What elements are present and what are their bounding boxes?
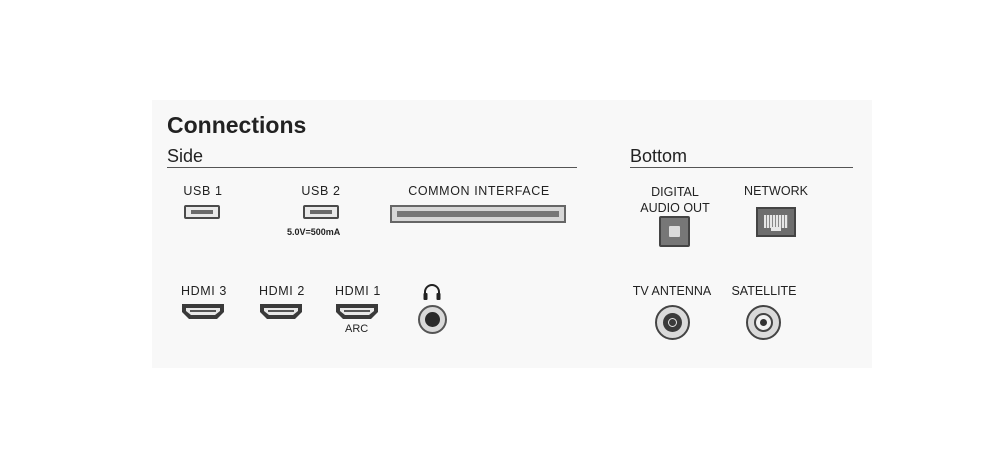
common-interface-slot [390,205,566,223]
usb2-port [303,205,339,219]
bottom-heading: Bottom [630,146,688,166]
usb2-label: USB 2 [301,184,341,198]
side-divider [167,167,577,168]
hdmi3-port [182,304,224,319]
tv-antenna-label: TV ANTENNA [632,284,712,298]
hdmi2-port [260,304,302,319]
digital-audio-out-label: DIGITAL AUDIO OUT [640,185,710,215]
common-interface-label: COMMON INTERFACE [408,184,550,198]
network-label: NETWORK [744,184,808,198]
hdmi1-label: HDMI 1 [335,284,381,298]
usb2-power-rating: 5.0V=500mA [287,227,341,237]
headphone-jack [418,305,447,334]
hdmi2-label: HDMI 2 [259,284,305,298]
hdmi1-port [336,304,378,319]
tv-antenna-port [655,305,690,340]
hdmi3-label: HDMI 3 [181,284,227,298]
page-title: Connections [167,112,307,138]
optical-audio-port [659,216,690,247]
side-heading: Side [167,146,204,166]
usb1-label: USB 1 [183,184,223,198]
satellite-label: SATELLITE [731,284,797,298]
satellite-port [746,305,781,340]
headphone-icon [423,284,441,300]
hdmi1-arc-label: ARC [345,323,369,335]
usb1-port [184,205,220,219]
ethernet-port [756,207,796,237]
bottom-divider [630,167,853,168]
